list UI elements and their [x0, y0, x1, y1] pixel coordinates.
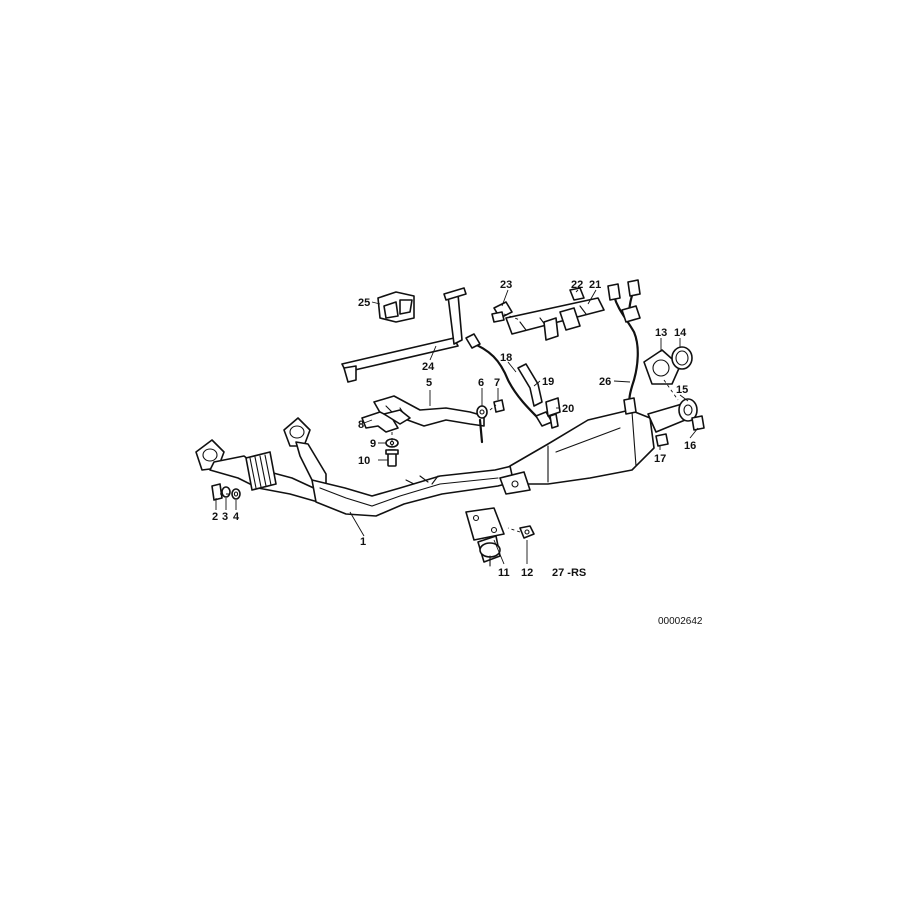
callout-7: 7	[494, 377, 500, 389]
callout-3: 3	[222, 511, 228, 523]
callout-17: 17	[654, 453, 666, 465]
callout-8: 8	[358, 419, 364, 431]
heat-sleeve-19	[517, 363, 543, 407]
callout-16: 16	[684, 440, 696, 452]
callout-24: 24	[422, 361, 435, 373]
callout-1: 1	[360, 536, 366, 548]
seal-ring-14	[671, 346, 693, 370]
diagram-code: 27 -RS	[552, 567, 586, 579]
callout-23: 23	[500, 279, 512, 291]
callout-22: 22	[571, 279, 583, 291]
callout-19: 19	[542, 376, 554, 388]
callout-12: 12	[521, 567, 533, 579]
nut-22	[569, 287, 585, 301]
gasket-13	[643, 349, 681, 385]
catalytic-converter	[499, 398, 698, 495]
bolt-16	[691, 415, 705, 431]
callout-26: 26	[599, 376, 611, 388]
assembly-lines	[220, 313, 679, 533]
bolt-7	[493, 399, 505, 413]
oxygen-sensor-26	[607, 279, 641, 415]
clamp-8	[361, 409, 411, 433]
callout-5: 5	[426, 377, 432, 389]
callout-14: 14	[674, 327, 687, 339]
nut-17	[655, 433, 669, 447]
callout-11: 11	[498, 567, 510, 579]
rubber-mount	[465, 507, 505, 567]
leader-lines	[215, 289, 699, 565]
callout-9: 9	[370, 438, 376, 450]
hanger-bracket-25	[377, 291, 415, 323]
oxygen-sensor-20	[545, 397, 561, 429]
callout-20: 20	[562, 403, 574, 415]
document-number: 00002642	[658, 616, 703, 627]
callout-13: 13	[655, 327, 667, 339]
support-bar-24	[341, 287, 467, 383]
clamp-23	[491, 301, 513, 323]
callout-2: 2	[212, 511, 218, 523]
washer-6	[476, 405, 488, 419]
fasteners-2-3-4	[211, 483, 241, 501]
callout-15: 15	[676, 384, 688, 396]
callout-21: 21	[589, 279, 601, 291]
front-exhaust-pipe	[195, 417, 521, 517]
callout-10: 10	[358, 455, 370, 467]
callout-25: 25	[358, 297, 370, 309]
callout-6: 6	[478, 377, 484, 389]
bolt-10	[385, 449, 399, 467]
nut-12	[519, 525, 535, 539]
callout-18: 18	[500, 352, 512, 364]
callout-labels: 1 2 3 4 5 6 7 8 9 10 11 12 13 14 15 16 1…	[212, 279, 696, 579]
heat-shield-21	[505, 297, 605, 341]
callout-4: 4	[233, 511, 240, 523]
